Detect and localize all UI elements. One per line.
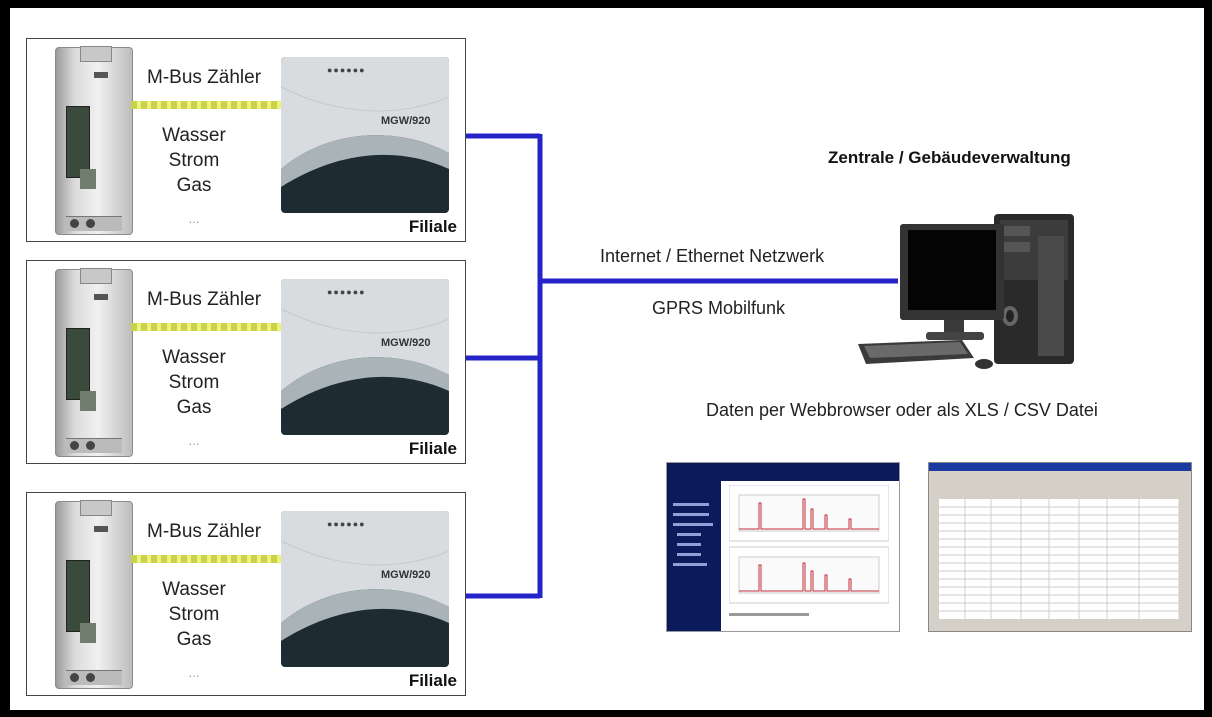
mbus-cable	[131, 101, 281, 109]
media-power: Strom	[168, 150, 220, 171]
media-more: ...	[188, 211, 200, 226]
gateway-device-icon: ●●●●●● MGW/920	[281, 57, 449, 213]
mbus-meter-label: M-Bus Zähler	[147, 521, 262, 542]
meter-device-icon	[55, 46, 133, 235]
site-label: Filiale	[408, 439, 457, 458]
mbus-meter-label: M-Bus Zähler	[147, 289, 262, 310]
media-gas: Gas	[176, 629, 212, 650]
media-power: Strom	[168, 604, 220, 625]
browser-sidebar	[667, 463, 721, 631]
media-power: Strom	[168, 372, 220, 393]
media-water: Wasser	[162, 347, 226, 368]
gateway-leds: ●●●●●●	[327, 287, 366, 297]
branch-panel-3: M-Bus Zähler Wasser Strom Gas ... ●●●●●●…	[26, 492, 466, 696]
meter-device-icon	[55, 268, 133, 457]
web-browser-thumbnail	[666, 462, 900, 632]
media-more: ...	[188, 433, 200, 448]
meter-device-icon	[55, 500, 133, 689]
spreadsheet-grid	[929, 499, 1191, 631]
diagram-canvas: M-Bus Zähler Wasser Strom Gas ... ●●●●●●…	[10, 8, 1204, 710]
computer-icon	[858, 214, 1074, 369]
gateway-leds: ●●●●●●	[327, 65, 366, 75]
branch-panel-2: M-Bus Zähler Wasser Strom Gas ... ●●●●●●…	[26, 260, 466, 464]
gateway-device-icon: ●●●●●● MGW/920	[281, 279, 449, 435]
gprs-label: GPRS Mobilfunk	[652, 298, 786, 318]
spreadsheet-thumbnail	[928, 462, 1192, 632]
media-gas: Gas	[176, 175, 212, 196]
media-more: ...	[188, 665, 200, 680]
central-title: Zentrale / Gebäudeverwaltung	[828, 148, 1071, 167]
gateway-device-icon: ●●●●●● MGW/920	[281, 511, 449, 667]
media-list: Wasser Strom Gas	[139, 345, 249, 420]
site-label: Filiale	[408, 217, 457, 236]
media-gas: Gas	[176, 397, 212, 418]
media-water: Wasser	[162, 125, 226, 146]
media-list: Wasser Strom Gas	[139, 123, 249, 198]
mbus-meter-label: M-Bus Zähler	[147, 67, 262, 88]
gateway-model-label: MGW/920	[381, 337, 431, 349]
browser-charts	[729, 485, 889, 604]
gateway-model-label: MGW/920	[381, 115, 431, 127]
mbus-cable	[131, 323, 281, 331]
data-access-label: Daten per Webbrowser oder als XLS / CSV …	[706, 400, 1098, 420]
gateway-leds: ●●●●●●	[327, 519, 366, 529]
media-water: Wasser	[162, 579, 226, 600]
gateway-model-label: MGW/920	[381, 569, 431, 581]
mbus-cable	[131, 555, 281, 563]
network-label: Internet / Ethernet Netzwerk	[600, 246, 825, 266]
branch-panel-1: M-Bus Zähler Wasser Strom Gas ... ●●●●●●…	[26, 38, 466, 242]
site-label: Filiale	[408, 671, 457, 690]
media-list: Wasser Strom Gas	[139, 577, 249, 652]
